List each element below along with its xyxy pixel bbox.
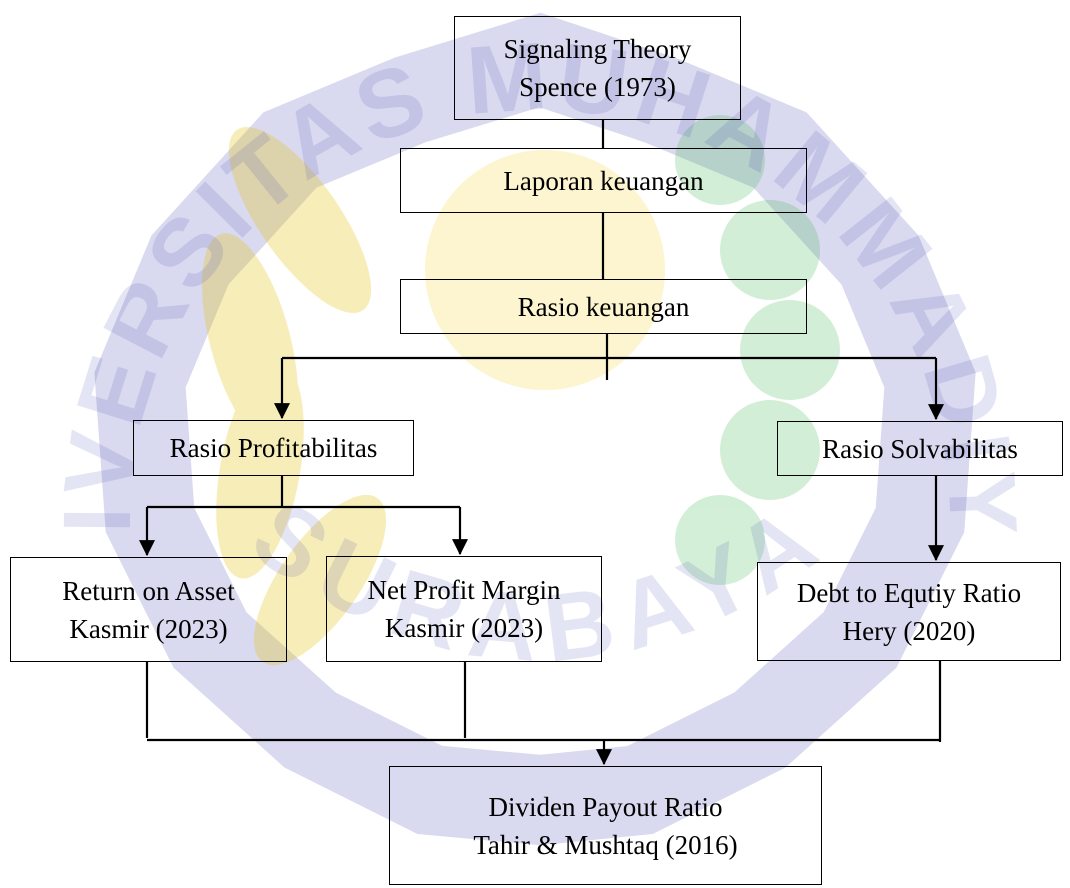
node-return-on-asset-line-2: Kasmir (2023)	[69, 613, 228, 644]
node-return-on-asset: Return on Asset Kasmir (2023)	[10, 557, 287, 662]
node-rasio-profitabilitas: Rasio Profitabilitas	[133, 420, 414, 476]
node-laporan-keuangan-label: Laporan keuangan	[503, 165, 704, 196]
node-rasio-keuangan-label: Rasio keuangan	[517, 291, 690, 322]
node-laporan-keuangan: Laporan keuangan	[400, 148, 807, 213]
node-dividen-payout-ratio: Dividen Payout Ratio Tahir & Mushtaq (20…	[389, 766, 822, 885]
node-rasio-keuangan: Rasio keuangan	[400, 279, 807, 334]
node-rasio-solvabilitas: Rasio Solvabilitas	[777, 421, 1063, 476]
node-signaling-theory-line-2: Spence (1973)	[519, 72, 676, 102]
node-signaling-theory: Signaling Theory Spence (1973)	[454, 16, 741, 120]
node-return-on-asset-line-1: Return on Asset	[62, 575, 235, 606]
node-signaling-theory-line-1: Signaling Theory	[503, 34, 692, 64]
watermark-ring	[94, 12, 976, 846]
node-dividen-payout-ratio-line-2: Tahir & Mushtaq (2016)	[473, 829, 738, 860]
node-rasio-profitabilitas-label: Rasio Profitabilitas	[169, 433, 378, 463]
node-net-profit-margin-line-1: Net Profit Margin	[367, 575, 561, 605]
node-debt-to-equity-ratio-line-2: Hery (2020)	[842, 615, 976, 646]
node-net-profit-margin-line-2: Kasmir (2023)	[384, 613, 544, 643]
node-debt-to-equity-ratio-line-1: Debt to Equtiy Ratio	[796, 577, 1022, 608]
node-rasio-solvabilitas-label: Rasio Solvabilitas	[822, 433, 1018, 464]
watermark-sun	[425, 150, 665, 390]
node-net-profit-margin: Net Profit Margin Kasmir (2023)	[326, 556, 602, 662]
node-dividen-payout-ratio-line-1: Dividen Payout Ratio	[488, 791, 723, 822]
node-debt-to-equity-ratio: Debt to Equtiy Ratio Hery (2020)	[757, 562, 1061, 661]
